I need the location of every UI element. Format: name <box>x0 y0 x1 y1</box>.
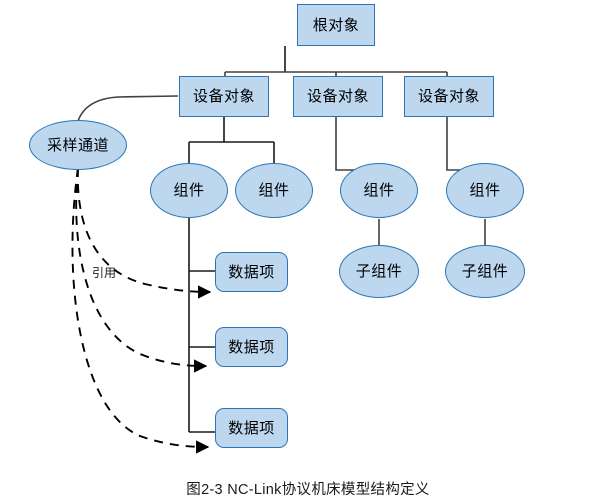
node-device-object-3-label: 设备对象 <box>417 88 480 105</box>
node-component-2-label: 组件 <box>258 182 290 199</box>
node-component-4[interactable]: 组件 <box>446 163 524 218</box>
node-device-object-2-label: 设备对象 <box>306 88 369 105</box>
node-component-2[interactable]: 组件 <box>235 163 313 218</box>
edge-device1-to-sampling-channel <box>77 95 179 122</box>
edge-label-reference: 引用 <box>92 266 117 280</box>
edge-reference-to-data-item-2 <box>75 167 208 373</box>
node-device-object-1-label: 设备对象 <box>192 88 255 105</box>
figure-caption: 图2-3 NC-Link协议机床模型结构定义 <box>186 482 430 498</box>
node-sampling-channel[interactable]: 采样通道 <box>29 120 127 170</box>
node-subcomponent-2-label: 子组件 <box>461 263 509 280</box>
node-component-4-label: 组件 <box>469 182 501 199</box>
node-data-item-3-label: 数据项 <box>228 419 275 437</box>
node-component-3[interactable]: 组件 <box>340 163 418 218</box>
node-component-1[interactable]: 组件 <box>150 163 228 218</box>
edge-device3-to-component-4 <box>446 117 486 171</box>
node-device-object-2[interactable]: 设备对象 <box>293 76 383 117</box>
node-root-object[interactable]: 根对象 <box>297 4 375 46</box>
edge-reference-to-data-item-3 <box>71 167 210 454</box>
node-data-item-2-label: 数据项 <box>228 338 275 356</box>
node-subcomponent-2[interactable]: 子组件 <box>445 245 525 298</box>
node-component-3-label: 组件 <box>363 182 395 199</box>
edge-device2-to-component-3 <box>335 117 380 171</box>
node-subcomponent-1[interactable]: 子组件 <box>339 245 419 298</box>
node-data-item-2[interactable]: 数据项 <box>215 327 288 367</box>
node-component-1-label: 组件 <box>173 182 205 199</box>
node-subcomponent-1-label: 子组件 <box>355 263 403 280</box>
node-device-object-3[interactable]: 设备对象 <box>404 76 494 117</box>
node-device-object-1[interactable]: 设备对象 <box>179 76 269 117</box>
node-data-item-1[interactable]: 数据项 <box>215 252 288 292</box>
edge-reference-to-data-item-1 <box>76 167 212 299</box>
node-sampling-channel-label: 采样通道 <box>46 136 109 154</box>
node-data-item-3[interactable]: 数据项 <box>215 408 288 448</box>
node-root-object-label: 根对象 <box>312 16 360 34</box>
node-data-item-1-label: 数据项 <box>228 263 275 281</box>
